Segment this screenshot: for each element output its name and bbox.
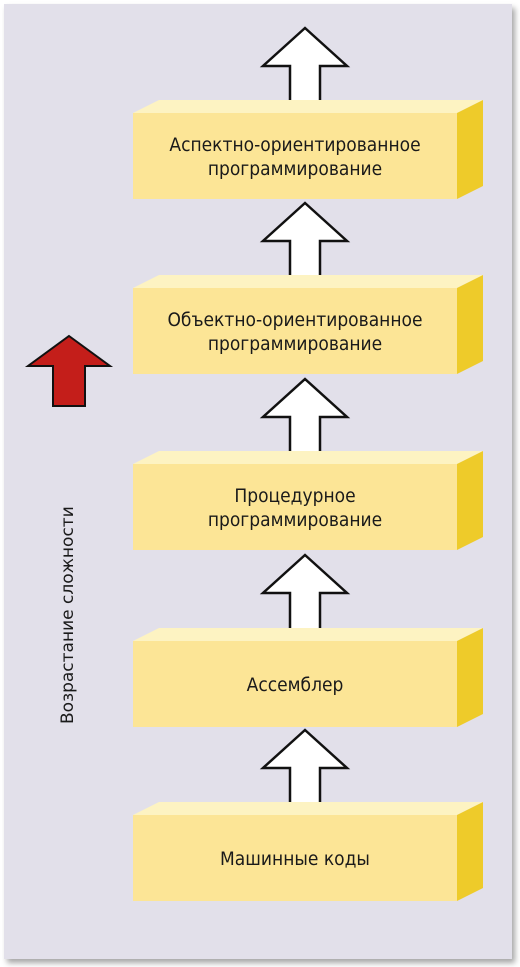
block-side-face [457,802,483,901]
block-label-line: программирование [208,158,382,180]
block-label-line: Объектно-ориентированное [167,309,422,331]
block-front-face [133,464,457,550]
block-machine-code: Машинные коды [133,802,483,901]
block-label-line: Ассемблер [247,674,344,696]
block-assembler: Ассемблер [133,628,483,727]
block-top-face [133,451,483,464]
block-top-face [133,628,483,641]
block-label-line: Машинные коды [220,848,370,870]
block-side-face [457,628,483,727]
block-side-face [457,275,483,374]
block-label-line: программирование [208,509,382,531]
block-front-face [133,641,457,727]
block-label-line: программирование [208,333,382,355]
block-front-face [133,288,457,374]
block-front-face [133,815,457,901]
level-blocks: Аспектно-ориентированноепрограммирование… [133,100,483,901]
block-top-face [133,100,483,113]
block-top-face [133,275,483,288]
block-side-face [457,451,483,550]
block-top-face [133,802,483,815]
block-side-face [457,100,483,199]
block-label-line: Аспектно-ориентированное [169,134,420,156]
complexity-label: Возрастание сложности [58,506,78,724]
complexity-up-arrow-icon [24,334,114,407]
block-label-line: Процедурное [234,485,355,507]
block-front-face [133,113,457,199]
